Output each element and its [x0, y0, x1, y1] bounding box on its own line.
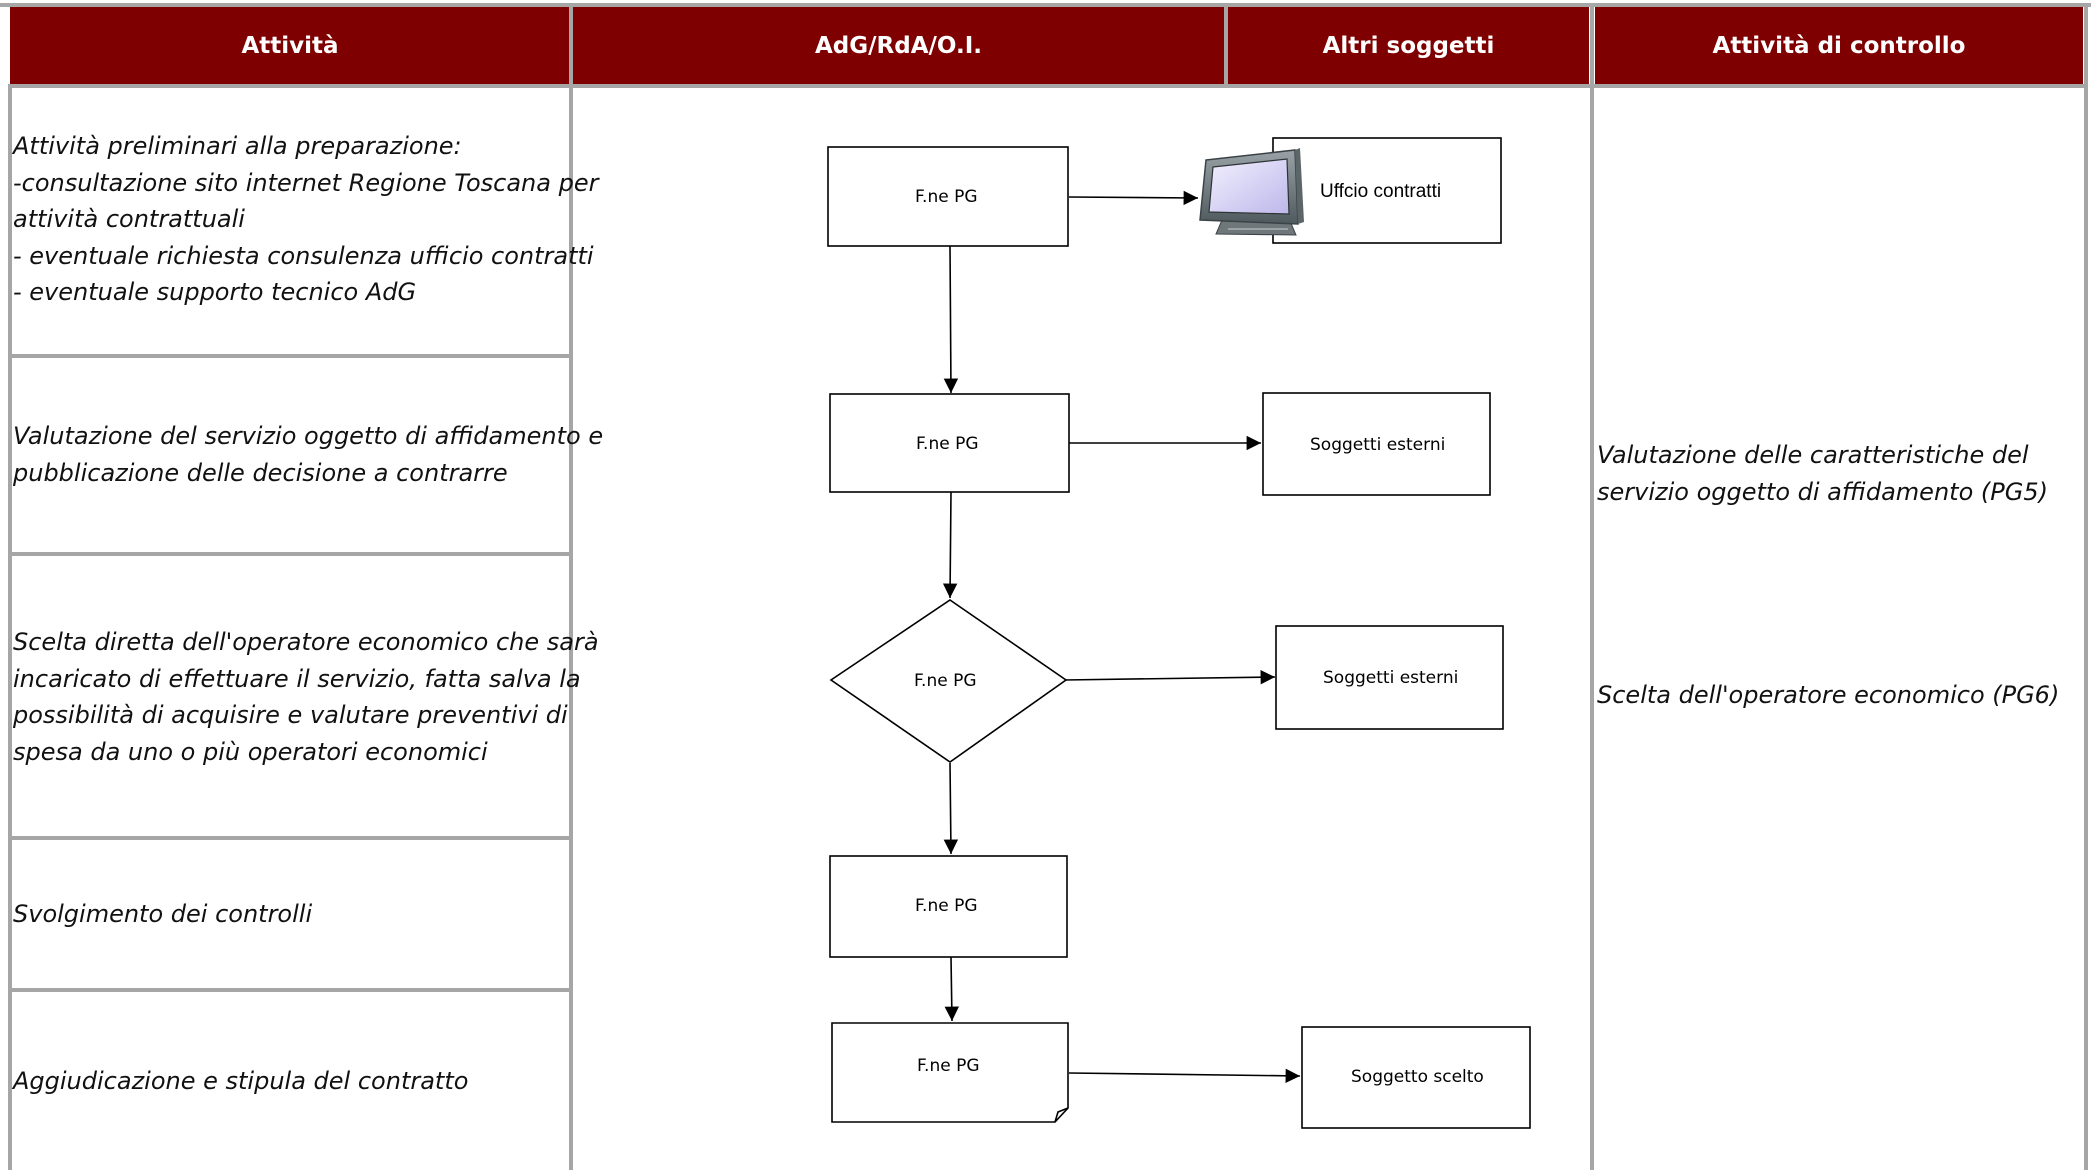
header-adg-label: AdG/RdA/O.I.: [815, 32, 982, 59]
row-1-line-2: -consultazione sito internet Regione Tos…: [13, 168, 599, 197]
header-altri-label: Altri soggetti: [1322, 32, 1495, 59]
row-1-line-5: - eventuale supporto tecnico AdG: [13, 278, 417, 306]
row-1-text: Attività preliminari alla preparazione: …: [13, 128, 599, 311]
connector-n1-n2: [943, 245, 959, 394]
terminal-uffcio-contratti: [1272, 137, 1502, 244]
row-3-line-1: Scelta diretta dell'operatore economico …: [13, 628, 599, 656]
header-adg: AdG/RdA/O.I.: [573, 7, 1224, 84]
row-2-text: Valutazione del servizio oggetto di affi…: [13, 418, 604, 491]
process-node-1: [827, 146, 1069, 247]
process-soggetti-esterni-1: [1262, 392, 1491, 496]
row-1-line-4: - eventuale richiesta consulenza ufficio…: [13, 241, 594, 270]
control-2-line-1: Scelta dell'operatore economico (PG6): [1597, 681, 2060, 709]
row-1-line-3: attività contrattuali: [13, 205, 245, 233]
row-5-text: Aggiudicazione e stipula del contratto: [13, 1063, 568, 1100]
header-attivita-controllo: Attività di controllo: [1595, 7, 2083, 84]
control-1-line-2: servizio oggetto di affidamento (PG5): [1597, 477, 2048, 506]
connectors: [942, 190, 1301, 1084]
process-soggetto-scelto: [1301, 1026, 1531, 1129]
process-soggetti-esterni-2: [1275, 625, 1504, 730]
row-4-text: Svolgimento dei controlli: [13, 896, 568, 933]
decision-node-3: [829, 599, 1068, 763]
row-4-line-1: Svolgimento dei controlli: [13, 900, 313, 928]
label-n5: F.ne PG: [917, 1056, 980, 1076]
computer-monitor-icon: [1199, 148, 1304, 236]
label-n2: F.ne PG: [916, 434, 979, 454]
header-altri-soggetti: Altri soggetti: [1228, 7, 1589, 84]
row-3-line-4: spesa da uno o più operatori economici: [13, 737, 488, 766]
label-o4: Soggetto scelto: [1351, 1067, 1484, 1087]
document-node-5-fold: [1054, 1107, 1069, 1123]
process-node-4: [829, 855, 1068, 958]
connector-n2-n3: [942, 491, 958, 599]
control-1-line-1: Valutazione delle caratteristiche del: [1597, 441, 2029, 469]
header-controllo-label: Attività di controllo: [1712, 32, 1966, 59]
label-o1: Uffcio contratti: [1320, 181, 1441, 202]
row-2-line-1: Valutazione del servizio oggetto di affi…: [13, 422, 604, 450]
row-3-line-2: incaricato di effettuare il servizio, fa…: [13, 664, 581, 693]
node-labels: F.ne PG F.ne PG F.ne PG F.ne PG F.ne PG …: [914, 181, 1484, 1087]
document-node-5: [831, 1022, 1069, 1123]
label-n1: F.ne PG: [915, 187, 978, 207]
process-node-2: [829, 393, 1070, 493]
control-2-text: Scelta dell'operatore economico (PG6): [1597, 677, 2077, 714]
connector-n1-o1: [1068, 190, 1199, 206]
header-attivita-label: Attività: [241, 32, 339, 59]
row-3-line-3: possibilità di acquisire e valutare prev…: [13, 701, 568, 729]
control-1-text: Valutazione delle caratteristiche del se…: [1597, 437, 2077, 510]
row-2-line-2: pubblicazione delle decisione a contrarr…: [13, 458, 508, 487]
connector-n3-o3: [1063, 670, 1276, 685]
connector-n3-n4: [943, 762, 959, 855]
label-o3: Soggetti esterni: [1323, 668, 1458, 688]
row-3-text: Scelta diretta dell'operatore economico …: [13, 624, 599, 770]
label-n4: F.ne PG: [915, 896, 978, 916]
flow-nodes: [827, 137, 1531, 1129]
header-attivita: Attività: [10, 7, 570, 84]
row-5-line-1: Aggiudicazione e stipula del contratto: [13, 1067, 469, 1095]
connector-n5-o4: [1068, 1068, 1301, 1084]
row-1-line-1: Attività preliminari alla preparazione:: [13, 132, 462, 160]
connector-n4-n5: [944, 956, 959, 1022]
table-grid: [0, 3, 2091, 1170]
label-n3: F.ne PG: [914, 671, 977, 691]
label-o2: Soggetti esterni: [1310, 435, 1445, 455]
